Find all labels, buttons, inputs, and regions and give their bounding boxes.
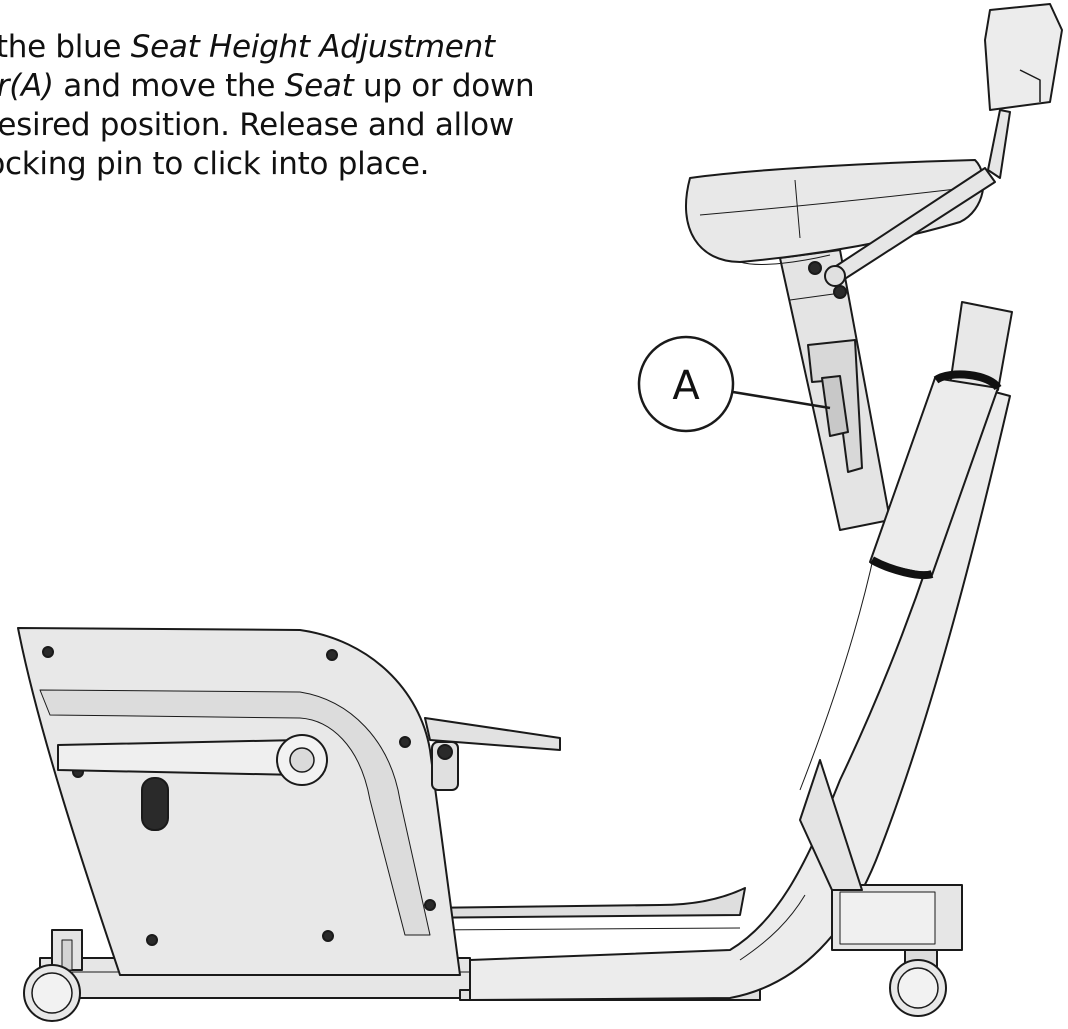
seat-height-adjustment-lever <box>807 339 863 473</box>
instruction-line-4: locking pin to click into place. <box>0 146 430 182</box>
callout-a: A <box>637 335 831 433</box>
console-arm <box>824 3 1063 287</box>
frame-tube <box>469 387 1011 1001</box>
front-base <box>799 759 963 1017</box>
instruction-text: l the blue Seat Height Adjustment er(A) … <box>0 28 618 184</box>
foot-platform <box>399 887 746 931</box>
callout-letter: A <box>672 363 700 409</box>
rear-caster-wheel <box>23 929 83 1022</box>
instruction-line-1: l the blue Seat Height Adjustment <box>0 29 495 65</box>
crank-arm <box>57 734 328 831</box>
seat-cushion <box>685 159 985 265</box>
instruction-line-3: desired position. Release and allow <box>0 107 514 143</box>
upright-column <box>869 301 1013 579</box>
flywheel-housing <box>17 627 461 976</box>
front-tray <box>424 717 561 791</box>
instruction-line-2: er(A) and move the Seat up or down <box>0 68 535 104</box>
